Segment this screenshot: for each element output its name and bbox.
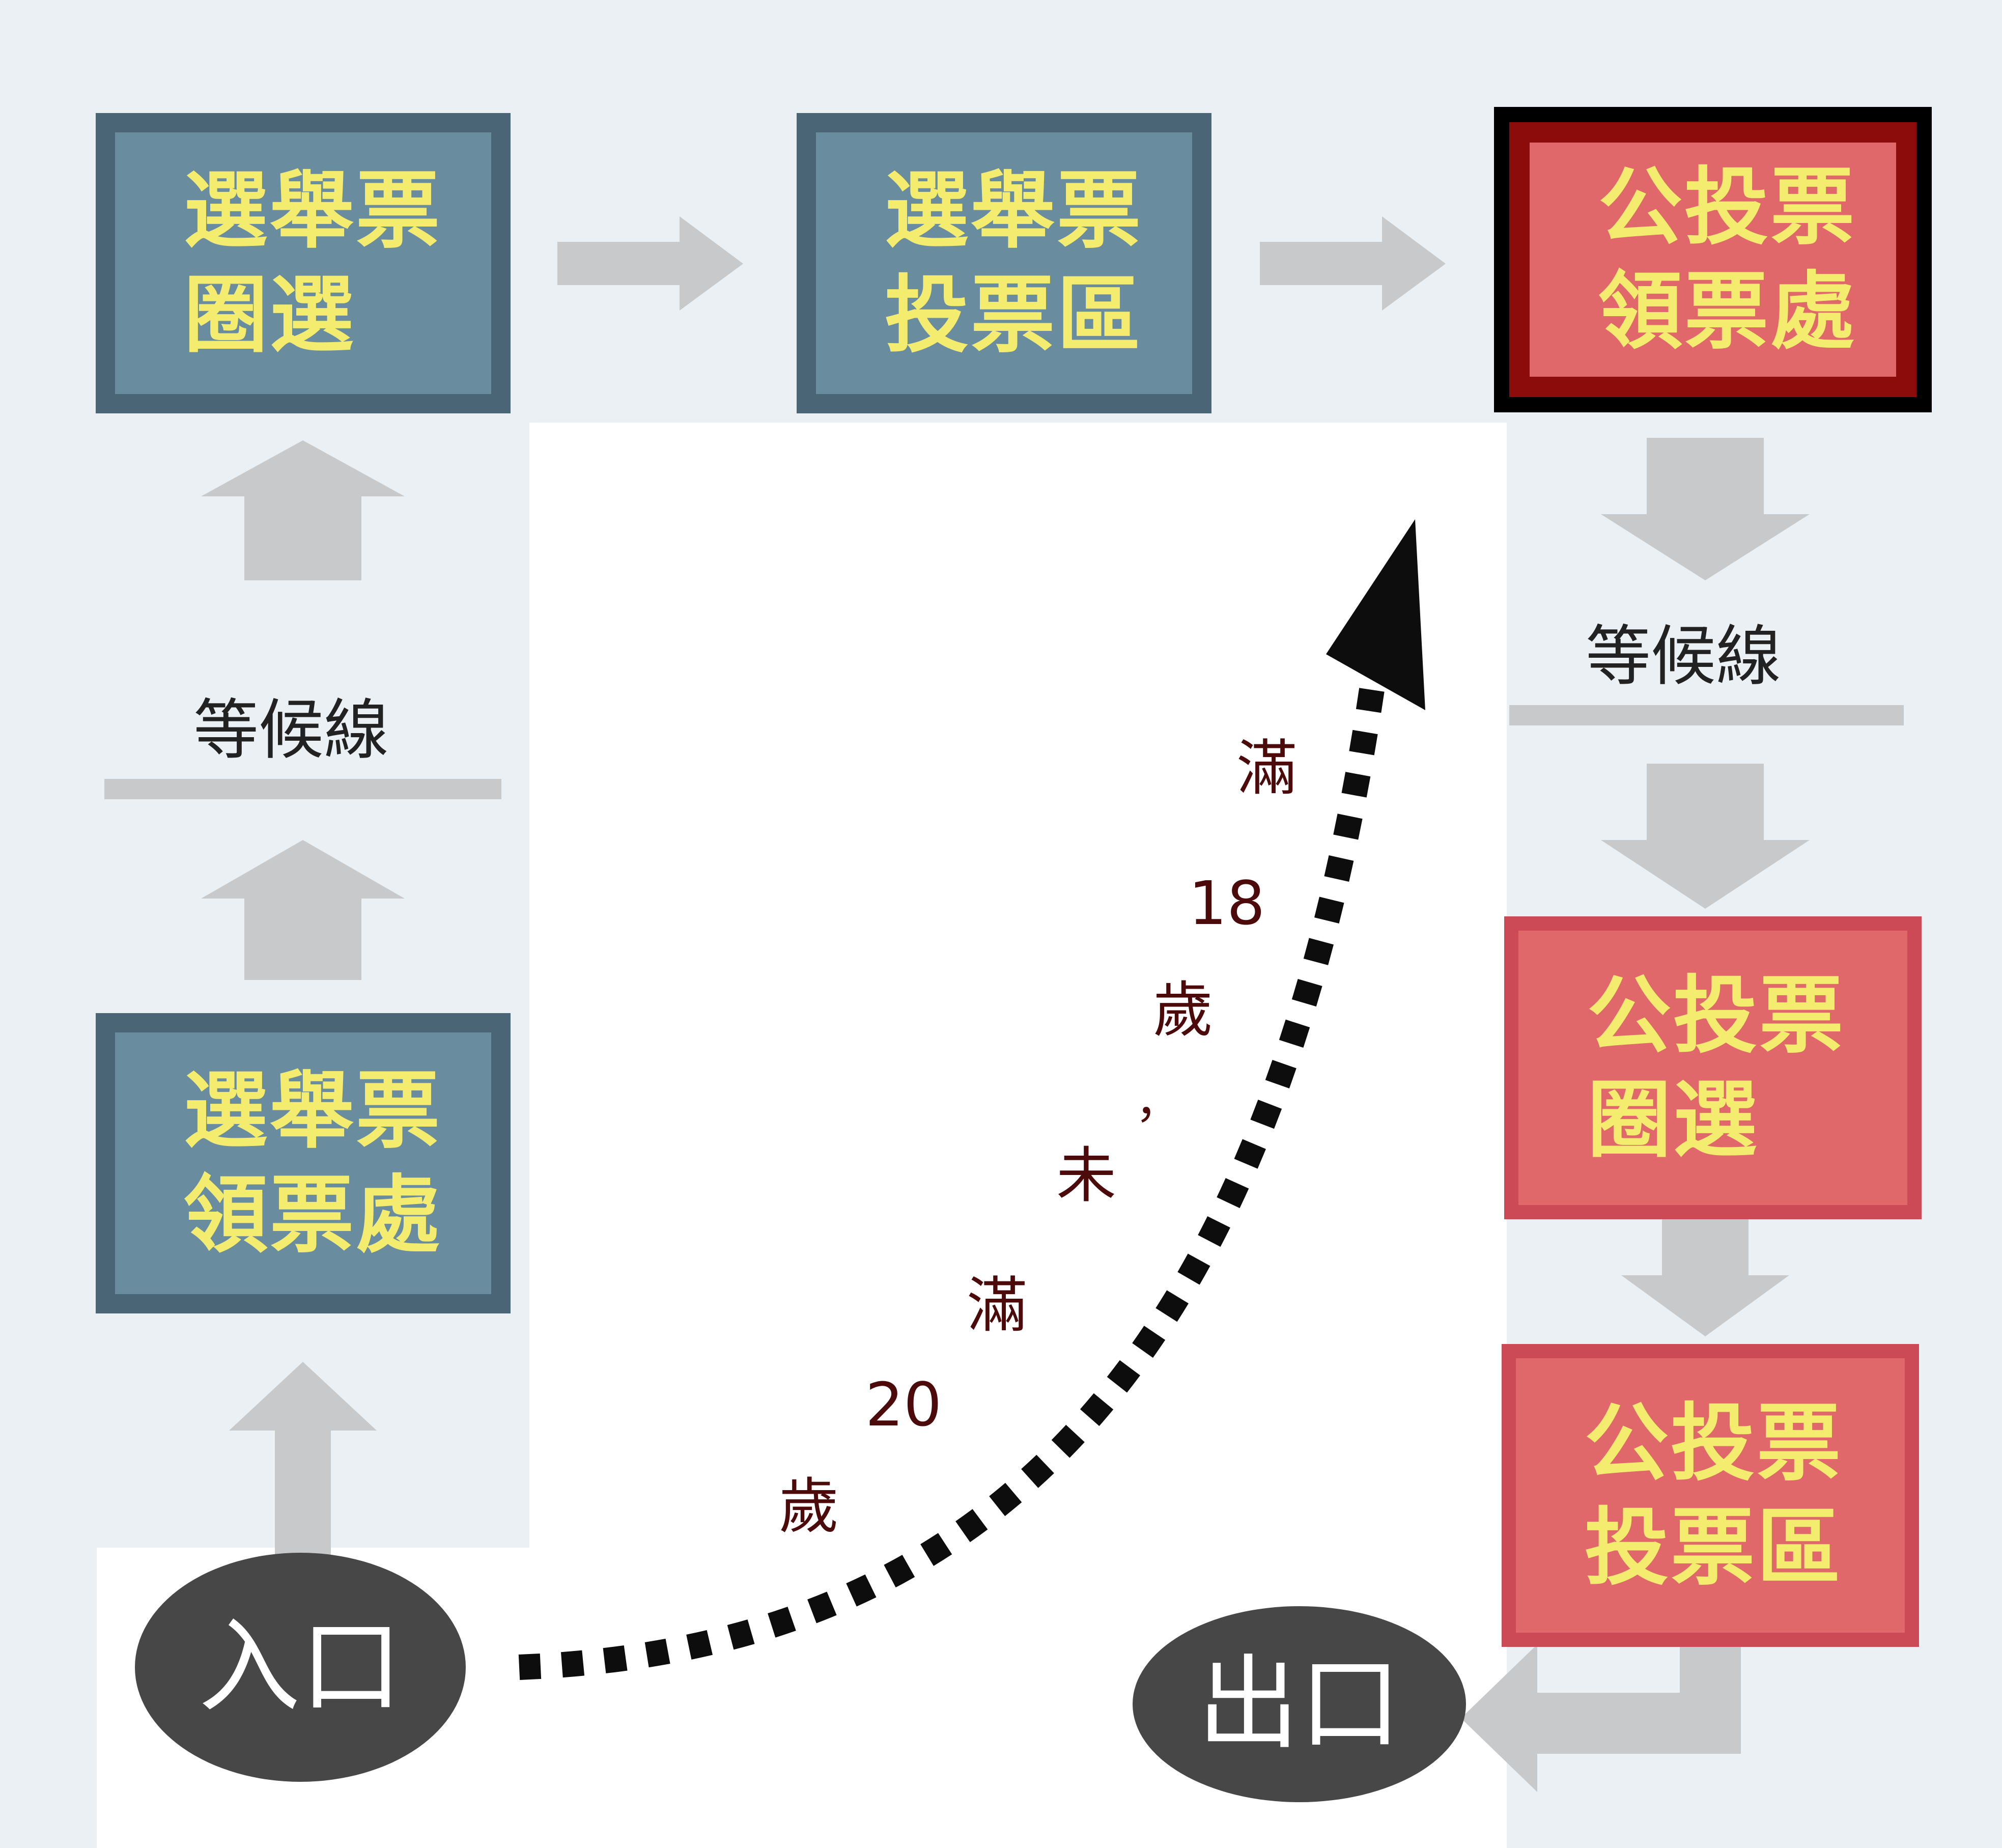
arrow-right-1 xyxy=(557,216,743,311)
arrow-to-exit xyxy=(1461,1644,1741,1792)
age-char-8: 歲 xyxy=(779,1471,839,1542)
age-char-3: 歲 xyxy=(1153,975,1214,1045)
exit-oval: 出口 xyxy=(1133,1606,1466,1802)
wait-line-right-label: 等候線 xyxy=(1586,619,1782,694)
arrow-up-left-top xyxy=(201,440,405,580)
referendum-circle-box: 公投票 圈選 xyxy=(1504,916,1922,1219)
ballot-pickup-line-2: 領票處 xyxy=(184,1166,442,1264)
wait-line-left-bar xyxy=(104,779,501,799)
ballot-pickup-box: 選舉票 領票處 xyxy=(96,1013,511,1313)
wait-line-left-label: 等候線 xyxy=(193,692,389,768)
wait-line-right-bar xyxy=(1509,705,1904,725)
ref-circle-line-1: 公投票 xyxy=(1587,966,1845,1065)
age-char-2: 18 xyxy=(1189,868,1265,938)
arrow-down-right-3 xyxy=(1621,1217,1789,1336)
arrow-right-2 xyxy=(1260,216,1446,311)
age-char-5: 未 xyxy=(1056,1140,1117,1211)
arrow-up-left-mid xyxy=(201,840,405,980)
ballot-pickup-line-1: 選舉票 xyxy=(184,1062,442,1160)
ballot-circle-line-1: 選舉票 xyxy=(184,162,442,260)
entrance-oval: 入口 xyxy=(135,1553,466,1782)
ref-circle-line-2: 圈選 xyxy=(1587,1071,1759,1169)
entrance-label: 入口 xyxy=(198,1608,402,1726)
ballot-box-line-1: 選舉票 xyxy=(885,162,1143,260)
age-char-6: 滿 xyxy=(967,1270,1028,1340)
age-path-arrowhead xyxy=(1326,519,1425,710)
ballot-box-area: 選舉票 投票區 xyxy=(797,113,1211,413)
arrow-up-left-bottom xyxy=(229,1362,377,1558)
age-char-7: 20 xyxy=(865,1369,942,1440)
ref-box-line-1: 公投票 xyxy=(1585,1394,1843,1492)
ballot-box-line-2: 投票區 xyxy=(885,266,1143,364)
arrow-down-right-2 xyxy=(1601,764,1810,909)
age-char-4: ， xyxy=(1135,1075,1181,1129)
referendum-pickup-box: 公投票 領票處 xyxy=(1494,107,1932,412)
ballot-circle-line-2: 圈選 xyxy=(184,266,356,364)
exit-label: 出口 xyxy=(1197,1644,1401,1763)
arrow-down-right-1 xyxy=(1601,438,1810,580)
ref-pickup-line-1: 公投票 xyxy=(1598,158,1856,256)
ref-box-line-2: 投票區 xyxy=(1585,1498,1843,1597)
ballot-circle-box: 選舉票 圈選 xyxy=(96,113,511,413)
referendum-box-area: 公投票 投票區 xyxy=(1502,1344,1919,1647)
age-char-1: 滿 xyxy=(1237,733,1298,803)
ref-pickup-line-2: 領票處 xyxy=(1598,263,1856,360)
